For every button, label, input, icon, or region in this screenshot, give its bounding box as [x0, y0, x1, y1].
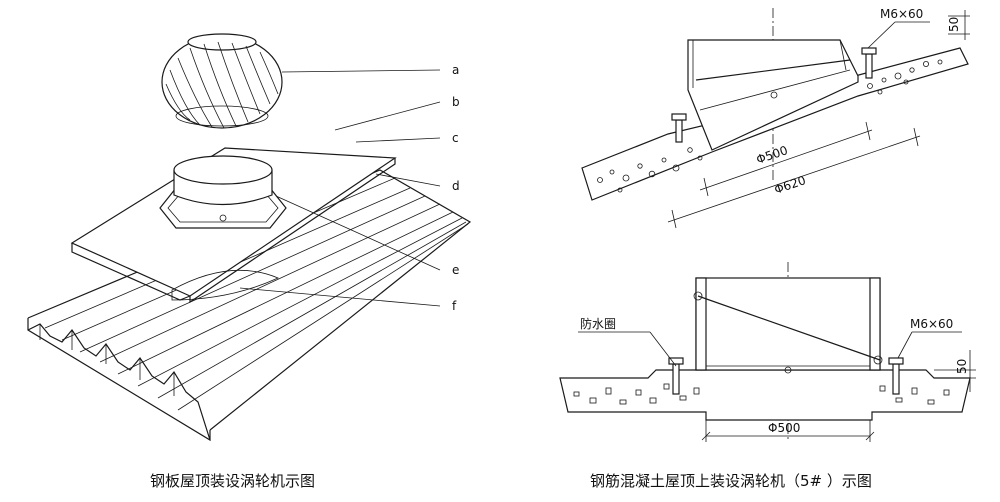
throat-pipe-top [687, 39, 859, 151]
bolt-leader-bottom [897, 331, 913, 359]
right-caption: 钢筋混凝土屋顶上装设涡轮机（5# ）示图 [590, 472, 872, 490]
dim-50-top [948, 10, 970, 40]
slab-aggregate-bottom [573, 383, 950, 405]
dim-phi500-bottom-lines [701, 420, 875, 442]
bolt-leader-top [867, 21, 896, 49]
flat-concrete-slab [559, 369, 971, 421]
callout-a: a [452, 63, 459, 77]
left-caption: 钢板屋顶装设涡轮机示图 [150, 472, 315, 490]
callout-c: c [452, 131, 459, 145]
seal-label: 防水圈 [580, 316, 616, 331]
dim-50-bottom-label: 50 [955, 359, 969, 374]
callout-b: b [452, 95, 460, 109]
throat-pipe-bottom [693, 277, 883, 374]
slab-aggregate [597, 59, 943, 193]
dim-phi500-bottom: Φ500 [768, 421, 800, 435]
callout-leaders [239, 69, 441, 307]
bolt-label-bottom: M6×60 [910, 317, 953, 331]
left-figure: a b c d e f 钢板屋顶装设涡轮机示图 [27, 33, 472, 490]
bolts-top [671, 47, 877, 143]
sloped-concrete-slab [581, 47, 969, 201]
dim-phi500-top: Φ500 [754, 143, 789, 167]
dim-phi620-top: Φ620 [772, 173, 807, 197]
bolt-label-top: M6×60 [880, 7, 923, 21]
bolts-bottom [668, 357, 904, 395]
callout-e: e [452, 263, 459, 277]
callout-d: d [452, 179, 460, 193]
dim-50-bottom [934, 350, 976, 392]
dim-lines-top [667, 121, 921, 229]
turbine-head [161, 33, 283, 129]
callout-f: f [452, 299, 457, 313]
corrugated-roof-sheet [27, 169, 472, 442]
turbine-throat [173, 155, 273, 206]
dim-50-top-label: 50 [947, 17, 961, 32]
right-bottom-figure: 防水圈 M6×60 50 Φ500 钢筋混凝土屋顶上装设涡轮机（5# ）示图 [559, 262, 976, 490]
right-top-figure: M6×60 50 Φ500 Φ620 [581, 7, 970, 229]
